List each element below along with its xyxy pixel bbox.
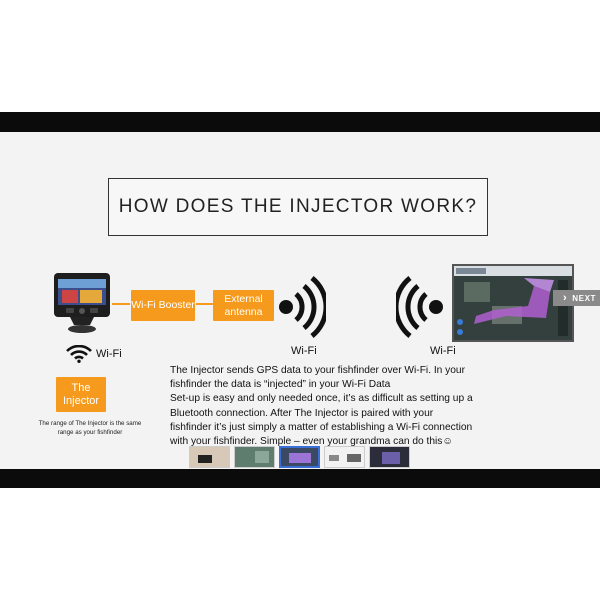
body-line: fishfinder the data is “injected” in you… xyxy=(170,379,391,391)
injector-label: The Injector xyxy=(62,381,100,407)
body-line: Set-up is easy and only needed once, it’… xyxy=(170,393,473,405)
next-slide-button[interactable]: › NEXT xyxy=(553,290,600,306)
slide-title-box: HOW DOES THE INJECTOR WORK? xyxy=(108,178,488,236)
body-line: The Injector sends GPS data to your fish… xyxy=(170,365,465,376)
connector-line xyxy=(112,303,130,305)
wifi-icon xyxy=(66,345,92,363)
body-line: with your fishfinder. Simple – even your… xyxy=(170,436,453,448)
satellite-map-graphic xyxy=(454,266,572,340)
body-line: Bluetooth connection. After The Injector… xyxy=(170,407,434,419)
slide-thumbnail[interactable] xyxy=(279,446,320,468)
slide-title: HOW DOES THE INJECTOR WORK? xyxy=(118,196,478,217)
wifi-label-left: Wi-Fi xyxy=(96,348,122,360)
slide-thumbnail[interactable] xyxy=(324,446,365,468)
letterbox-top-bar xyxy=(0,112,600,132)
body-line: fishfinder it’s just simply a matter of … xyxy=(170,421,473,433)
slide-thumbnail[interactable] xyxy=(369,446,410,468)
slide-body-text: The Injector sends GPS data to your fish… xyxy=(170,364,475,449)
fishfinder-device-image xyxy=(54,273,110,333)
wifi-label-right: Wi-Fi xyxy=(430,345,456,357)
next-button-label: NEXT xyxy=(572,293,596,303)
radio-waves-icon xyxy=(396,276,443,338)
wifi-label-center: Wi-Fi xyxy=(291,345,317,357)
injector-box: The Injector xyxy=(56,377,106,412)
slide-thumbnail-strip xyxy=(189,446,410,468)
external-antenna-label: External antenna xyxy=(224,292,263,318)
wifi-booster-label: Wi-Fi Booster xyxy=(131,299,195,311)
slide-thumbnail[interactable] xyxy=(234,446,275,468)
chevron-right-icon: › xyxy=(562,292,568,304)
slide-thumbnail[interactable] xyxy=(189,446,230,468)
radio-waves-icon xyxy=(279,276,326,338)
letterbox-bottom-bar xyxy=(0,469,600,488)
external-antenna-box: External antenna xyxy=(213,290,274,321)
range-note: The range of The Injector is the same ra… xyxy=(38,420,142,436)
connector-line xyxy=(196,303,214,305)
wifi-booster-box: Wi-Fi Booster xyxy=(131,290,195,321)
